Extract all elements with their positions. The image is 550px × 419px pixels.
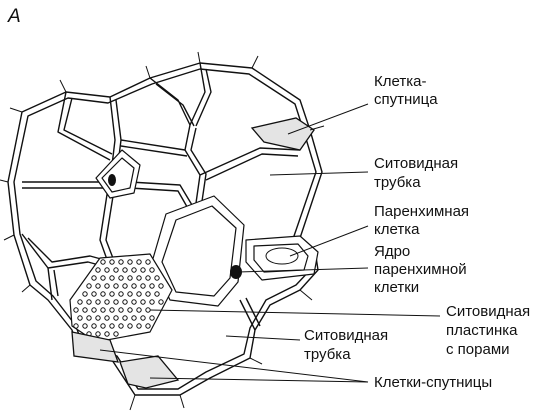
companion-cell-left [96,150,140,198]
label-sieve-tube-top-1: Ситовидная [374,155,458,172]
parenchyma-cell-right [246,236,318,280]
label-nucleus-3: клетки [374,279,419,296]
svg-text:Ядро: Ядро [374,243,410,260]
svg-text:Клетка-: Клетка- [374,73,426,90]
svg-text:паренхимной: паренхимной [374,261,467,278]
svg-text:клетки: клетки [374,279,419,296]
label-sieve-tube-top-2: трубка [374,174,421,191]
svg-text:трубка: трубка [304,346,351,363]
svg-text:Ситовидная: Ситовидная [304,327,388,344]
svg-text:клетка: клетка [374,221,420,238]
labels: Клетка- спутница Ситовидная трубка Парен… [304,73,530,391]
label-sieve-plate-2: пластинка [446,322,518,339]
label-companion-cell-1: Клетка- [374,73,426,90]
label-nucleus-2: паренхимной [374,261,467,278]
label-sieve-tube-bottom-1: Ситовидная [304,327,388,344]
svg-text:с порами: с порами [446,341,510,358]
svg-text:Ситовидная: Ситовидная [446,303,530,320]
label-parenchyma-cell-2: клетка [374,221,420,238]
companion-cell-top [252,118,314,150]
svg-text:спутница: спутница [374,91,438,108]
label-sieve-tube-bottom-2: трубка [304,346,351,363]
svg-text:Клетки-спутницы: Клетки-спутницы [374,374,492,391]
label-companion-cells: Клетки-спутницы [374,374,492,391]
label-parenchyma-cell-1: Паренхимная [374,203,469,220]
label-sieve-plate-3: с порами [446,341,510,358]
svg-text:Паренхимная: Паренхимная [374,203,469,220]
panel-letter: A [7,6,21,27]
label-nucleus-1: Ядро [374,243,410,260]
svg-text:пластинка: пластинка [446,322,518,339]
sieve-plate [70,254,172,342]
label-sieve-plate-1: Ситовидная [446,303,530,320]
svg-text:трубка: трубка [374,174,421,191]
label-companion-cell-2: спутница [374,91,438,108]
svg-text:Ситовидная: Ситовидная [374,155,458,172]
